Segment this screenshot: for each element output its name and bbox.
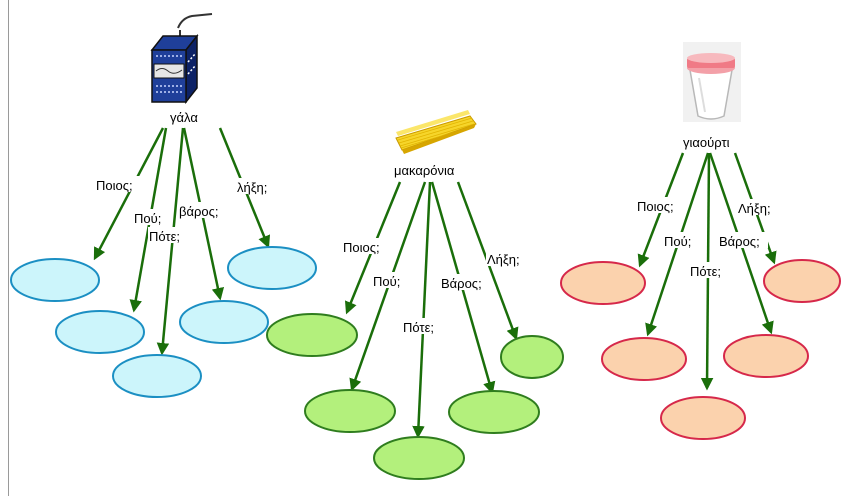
- pasta-answer-bubble[interactable]: [304, 389, 396, 433]
- pasta-label-when: Πότε;: [403, 320, 434, 335]
- yogurt-label-weight: Βάρος;: [719, 234, 760, 249]
- milk-label-where: Πού;: [134, 211, 161, 226]
- milk-label-who: Ποιος;: [96, 178, 133, 193]
- milk-answer-bubble[interactable]: [55, 310, 145, 354]
- milk-carton-icon: [150, 13, 213, 105]
- milk-label-expiry: λήξη;: [237, 180, 267, 195]
- pasta-answer-bubble[interactable]: [373, 436, 465, 480]
- milk-answer-bubble[interactable]: [227, 246, 317, 290]
- spaghetti-icon: [395, 110, 477, 154]
- yogurt-label-when: Πότε;: [690, 264, 721, 279]
- yogurt-label-where: Πού;: [664, 234, 691, 249]
- milk-group: γάλα Ποιος; Πού; Πότε; βάρος; λήξη;: [10, 13, 317, 398]
- pasta-answer-bubble[interactable]: [448, 390, 540, 434]
- pasta-group: μακαρόνια Ποιος; Πού; Πότε; Βάρος; Λήξη;: [266, 110, 564, 480]
- pasta-label-who: Ποιος;: [343, 240, 380, 255]
- pasta-label-expiry: Λήξη;: [487, 252, 520, 267]
- yogurt-title: γιαούρτι: [683, 135, 730, 150]
- milk-answer-bubble[interactable]: [179, 300, 269, 344]
- pasta-label-weight: Βάρος;: [441, 276, 482, 291]
- yogurt-label-who: Ποιος;: [637, 199, 674, 214]
- yogurt-answer-bubble[interactable]: [660, 396, 746, 440]
- yogurt-answer-bubble[interactable]: [723, 334, 809, 378]
- yogurt-cup-icon: [683, 42, 741, 122]
- milk-answer-bubble[interactable]: [10, 258, 100, 302]
- yogurt-label-expiry: Λήξη;: [738, 201, 771, 216]
- pasta-answer-bubble[interactable]: [266, 313, 358, 357]
- yogurt-answer-bubble[interactable]: [560, 261, 646, 305]
- pasta-label-where: Πού;: [373, 274, 400, 289]
- yogurt-group: γιαούρτι Ποιος; Πού; Πότε; Βάρος; Λήξη;: [560, 42, 841, 440]
- yogurt-answer-bubble[interactable]: [601, 337, 687, 381]
- pasta-answer-bubble[interactable]: [500, 335, 564, 379]
- yogurt-answer-bubble[interactable]: [763, 259, 841, 303]
- milk-title: γάλα: [170, 110, 198, 125]
- left-border: [8, 0, 9, 496]
- milk-label-weight: βάρος;: [179, 204, 219, 219]
- milk-label-when: Πότε;: [149, 229, 180, 244]
- pasta-title: μακαρόνια: [394, 163, 455, 178]
- milk-answer-bubble[interactable]: [112, 354, 202, 398]
